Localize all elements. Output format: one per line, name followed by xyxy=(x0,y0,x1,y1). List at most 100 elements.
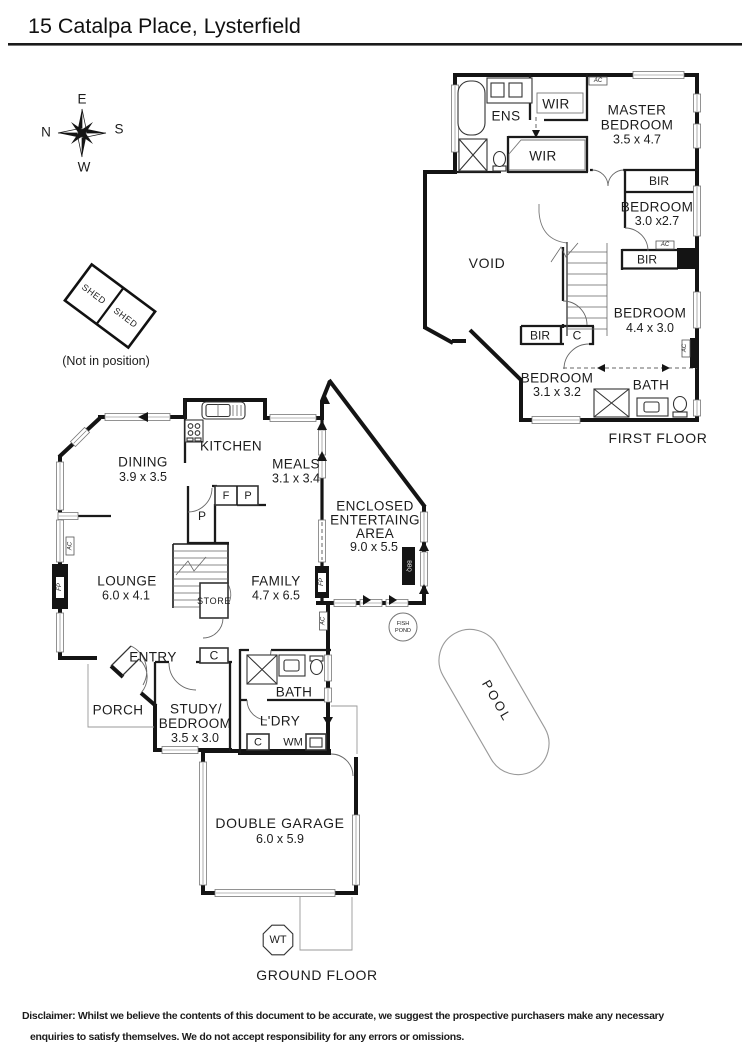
ac-mid-label: AC xyxy=(660,242,670,248)
garage-label: DOUBLE GARAGE xyxy=(215,815,344,831)
ff-bath-toilet-icon xyxy=(672,395,688,418)
bir-lower-label: BIR xyxy=(530,329,550,343)
bedroom3-label: BEDROOM xyxy=(614,306,687,321)
window-arrows xyxy=(138,394,429,726)
family-dims: 4.7 x 6.5 xyxy=(252,589,300,603)
ens-label: ENS xyxy=(492,109,521,124)
entry-label: ENTRY xyxy=(129,650,177,665)
shed-divider xyxy=(95,287,125,325)
first-floor-caption: FIRST FLOOR xyxy=(609,430,708,446)
first-floor-doors xyxy=(532,117,697,372)
entertaining-label2: ENTERTAING xyxy=(330,513,420,528)
laundry-cupboard-label: C xyxy=(254,737,262,749)
lounge-label: LOUNGE xyxy=(97,574,156,589)
bedroom4-label: BEDROOM xyxy=(521,371,594,386)
ff-bath-vanity-icon xyxy=(636,397,669,417)
fish-pond-label2: POND xyxy=(395,628,411,634)
store-label: STORE xyxy=(197,596,231,606)
ac-wall-box xyxy=(690,338,699,368)
bedroom4-dims: 3.1 x 3.2 xyxy=(533,385,581,399)
ground-floor-windows xyxy=(56,413,428,897)
master-bedroom-label: MASTER xyxy=(608,103,667,118)
dining-dims: 3.9 x 3.5 xyxy=(119,470,167,484)
ac-laundry-label: AC xyxy=(321,616,327,626)
laundry-cupboard-box xyxy=(246,733,270,751)
master-bedroom-dims: 3.5 x 4.7 xyxy=(613,133,661,147)
bbq-label: BBQ xyxy=(406,560,412,572)
entertaining-label3: AREA xyxy=(356,526,394,541)
porch-label: PORCH xyxy=(93,703,144,718)
porch-outline xyxy=(87,664,154,728)
ground-floor-caption: GROUND FLOOR xyxy=(256,967,378,983)
compass-top-label: E xyxy=(77,92,86,107)
shed-note: (Not in position) xyxy=(62,354,150,368)
bir-black-box xyxy=(677,248,698,269)
study-cupboard-label: C xyxy=(210,649,219,663)
page-title: 15 Catalpa Place, Lysterfield xyxy=(28,14,301,38)
first-floor-fixtures xyxy=(457,76,699,418)
header: 15 Catalpa Place, Lysterfield xyxy=(8,14,742,46)
wir-shelf-icon xyxy=(536,92,584,114)
fish-pond-label1: FISH xyxy=(397,621,410,627)
ff-bath-label: BATH xyxy=(633,378,670,393)
laundry-label: L'DRY xyxy=(260,714,300,729)
entertaining-dims: 9.0 x 5.5 xyxy=(350,540,398,554)
garage-dims: 6.0 x 5.9 xyxy=(256,832,304,846)
fp-family-label: FP xyxy=(319,578,325,586)
family-label: FAMILY xyxy=(251,574,300,589)
title-rule xyxy=(8,43,742,46)
meals-dims: 3.1 x 3.4 xyxy=(272,472,320,486)
store-box xyxy=(199,582,229,619)
ground-floor-plan: DINING 3.9 x 3.5 KITCHEN MEALS 3.1 x 3.4… xyxy=(52,378,429,983)
stove-icon xyxy=(184,419,204,443)
sink-icon xyxy=(201,401,246,420)
compass-left-label: N xyxy=(41,125,51,140)
fireplace-family-icon xyxy=(315,566,329,598)
pantry2-label: P xyxy=(198,509,206,523)
ff-cupboard-label: C xyxy=(573,329,582,343)
side-path-outline xyxy=(331,705,358,754)
meals-label: MEALS xyxy=(272,457,320,472)
ac-top-label: AC xyxy=(593,78,603,84)
ac-right-label: AC xyxy=(682,343,688,353)
fp-lounge-label: FP xyxy=(57,583,63,591)
wt-label: WT xyxy=(269,934,286,946)
lounge-dims: 6.0 x 4.1 xyxy=(102,589,150,603)
water-tank: WT xyxy=(262,924,294,956)
bir-mid-label: BIR xyxy=(637,253,657,267)
void-label: VOID xyxy=(469,255,506,271)
pantry-label: P xyxy=(244,490,251,502)
wir-lower-label: WIR xyxy=(529,149,556,164)
ens-toilet-icon xyxy=(492,150,507,172)
first-floor-labels: ENS WIR WIR MASTER BEDROOM 3.5 x 4.7 AC … xyxy=(469,78,708,446)
kitchen-label: KITCHEN xyxy=(200,439,262,454)
washing-machine-icon xyxy=(305,733,327,751)
study-label2: BEDROOM xyxy=(159,716,232,731)
ff-bath-shower-icon xyxy=(593,388,630,418)
ground-floor-fixtures xyxy=(52,401,415,951)
ground-floor-stairs xyxy=(173,550,232,619)
ens-shower-icon xyxy=(458,138,488,172)
compass-bottom-label: W xyxy=(78,160,91,175)
ac-lounge-label: AC xyxy=(68,541,74,551)
gf-bath-toilet-icon xyxy=(309,655,324,676)
first-floor-plan: ENS WIR WIR MASTER BEDROOM 3.5 x 4.7 AC … xyxy=(423,71,708,446)
master-bedroom-label2: BEDROOM xyxy=(601,118,674,133)
pool-shape xyxy=(438,628,550,776)
wir2-shelf-icon xyxy=(508,139,586,171)
bedroom2-dims: 3.0 x2.7 xyxy=(635,214,680,228)
bir-master-label: BIR xyxy=(649,174,669,188)
disclaimer: Disclaimer: Whilst we believe the conten… xyxy=(22,1010,665,1043)
driveway-outline xyxy=(299,897,353,951)
pool-area: FISH POND POOL xyxy=(388,612,550,776)
bbq-icon xyxy=(402,547,415,585)
compass-right-label: S xyxy=(114,122,123,137)
study-cupboard-box xyxy=(199,647,229,664)
entertaining-label1: ENCLOSED xyxy=(336,499,413,514)
study-dims: 3.5 x 3.0 xyxy=(171,731,219,745)
gf-bath-label: BATH xyxy=(276,685,313,700)
fireplace-lounge-icon xyxy=(52,564,68,609)
first-floor-windows xyxy=(451,71,701,424)
first-floor-stairs xyxy=(538,204,608,336)
